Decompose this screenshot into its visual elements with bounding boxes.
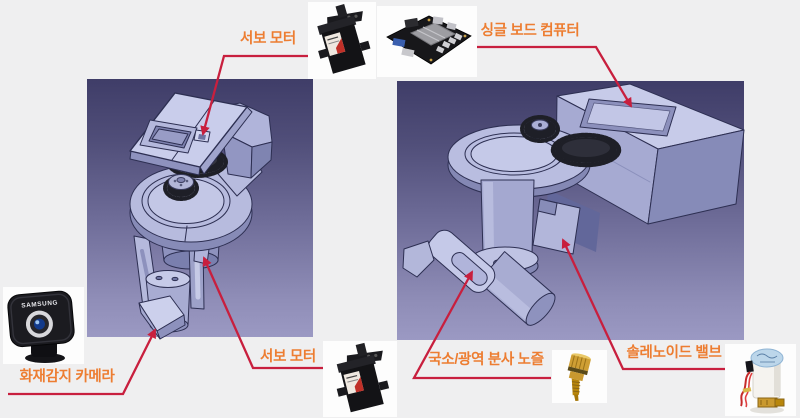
label-fire-detection-camera: 화재감지 카메라 — [19, 369, 115, 385]
connector-nozzle — [412, 270, 551, 380]
label-servo-motor-top: 서보 모터 — [240, 31, 296, 47]
solenoid-valve-photo — [725, 344, 796, 416]
fire-detection-camera-photo: SAMSUNG — [3, 287, 84, 364]
connector-solenoid-valve — [561, 238, 726, 371]
label-solenoid-valve: 솔레노이드 밸브 — [626, 345, 722, 361]
connector-fire-camera — [8, 328, 157, 396]
connector-single-board-computer — [475, 45, 632, 108]
connector-servo-bottom — [202, 256, 323, 370]
label-spray-nozzle: 국소/광역 분사 노즐 — [428, 352, 544, 368]
camera-brand-text: SAMSUNG — [21, 299, 58, 309]
spray-nozzle-photo — [552, 350, 607, 403]
servo-motor-photo-bottom — [323, 341, 397, 417]
cad-right-nozzle-model — [402, 83, 745, 326]
label-single-board-computer: 싱글 보드 컴퓨터 — [480, 23, 580, 39]
connector-servo-top — [200, 54, 310, 136]
single-board-computer-photo — [377, 6, 477, 77]
servo-motor-photo-top — [308, 2, 376, 79]
label-servo-motor-bottom: 서보 모터 — [260, 349, 316, 365]
